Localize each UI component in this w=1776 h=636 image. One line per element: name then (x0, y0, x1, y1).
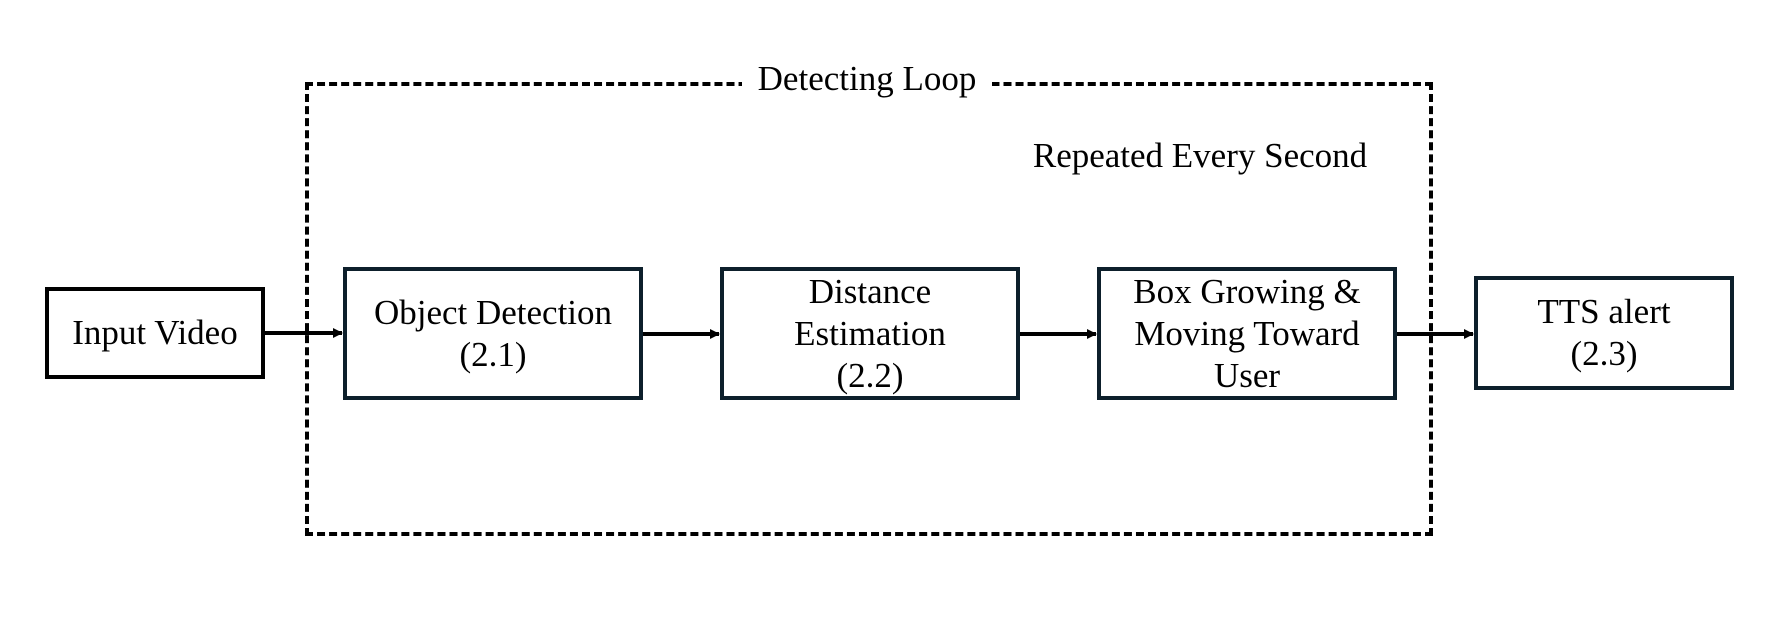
object-detection-label: Object Detection (373, 292, 613, 332)
distance-estimation-node: Distance Estimation (2.2) (720, 267, 1020, 400)
distance-estimation-section: (2.2) (836, 355, 904, 395)
distance-estimation-label-line2: Estimation (794, 313, 946, 353)
input-video-label: Input Video (72, 313, 238, 352)
box-growing-label-line3: User (1213, 355, 1281, 395)
distance-estimation-label-line1: Distance (808, 271, 932, 311)
object-detection-node: Object Detection (2.1) (343, 267, 643, 400)
tts-alert-node: TTS alert (2.3) (1474, 276, 1734, 390)
tts-alert-section: (2.3) (1570, 334, 1638, 373)
input-video-node: Input Video (45, 287, 265, 379)
detecting-loop-title: Detecting Loop (742, 56, 992, 102)
tts-alert-label: TTS alert (1537, 292, 1671, 331)
box-growing-label-line1: Box Growing & (1133, 271, 1361, 311)
box-growing-label-line2: Moving Toward (1134, 313, 1360, 353)
object-detection-section: (2.1) (459, 334, 527, 374)
repeat-interval-note: Repeated Every Second (1032, 136, 1368, 175)
box-growing-node: Box Growing & Moving Toward User (1097, 267, 1397, 400)
